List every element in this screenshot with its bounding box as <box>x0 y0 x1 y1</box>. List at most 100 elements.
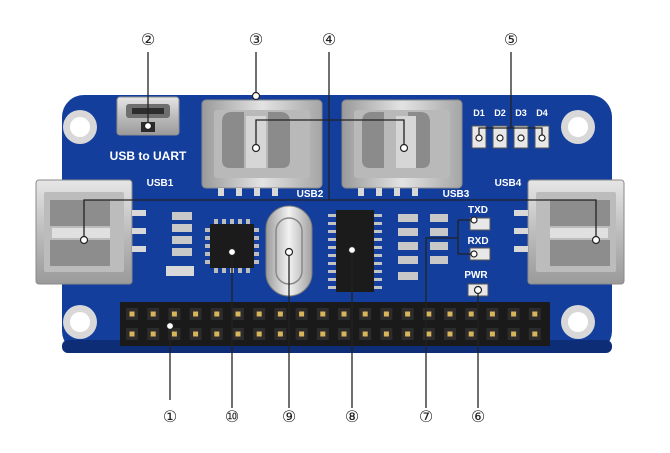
gpio-pin <box>511 331 517 337</box>
gpio-header-pins <box>126 308 541 340</box>
callout-numbers: ② ③ ④ ⑤ ① ⑩ ⑨ ⑧ ⑦ ⑥ <box>141 30 518 426</box>
callout-5: ⑤ <box>504 30 518 49</box>
gpio-pin <box>171 331 177 337</box>
leader-dot-1 <box>165 321 175 331</box>
gpio-pin <box>447 331 453 337</box>
leader-7 <box>425 219 474 408</box>
gpio-pin <box>383 311 389 317</box>
gpio-pin <box>129 331 135 337</box>
gpio-pin <box>383 331 389 337</box>
leader-dot-5c <box>517 134 525 142</box>
callout-6: ⑥ <box>471 407 485 426</box>
gpio-pin <box>447 311 453 317</box>
leader-dot-4c <box>79 235 89 245</box>
uart-status-leds <box>467 217 491 297</box>
silkscreen-labels: USB to UART USB1 USB2 USB3 USB4 D1 D2 D3… <box>110 108 548 281</box>
usb2-port <box>201 99 323 189</box>
leader-dot-4b <box>399 143 409 153</box>
callout-7: ⑦ <box>419 407 433 426</box>
gpio-pin <box>129 311 135 317</box>
leader-dot-7b <box>470 250 478 258</box>
label-usb3: USB3 <box>443 189 470 200</box>
gpio-pin <box>341 331 347 337</box>
leader-lines <box>83 52 597 408</box>
mounting-hole-bottom-right <box>561 305 595 339</box>
gpio-pin <box>468 331 474 337</box>
gpio-pin <box>489 311 495 317</box>
label-pwr: PWR <box>464 270 488 281</box>
callout-8: ⑧ <box>345 407 359 426</box>
usb-to-uart-ic <box>328 210 382 292</box>
callout-4: ④ <box>322 30 336 49</box>
gpio-pin <box>299 331 305 337</box>
leader-dot-5d <box>538 134 546 142</box>
mounting-hole-top-right <box>561 110 595 144</box>
callout-9: ⑨ <box>282 407 296 426</box>
label-usb4: USB4 <box>495 178 522 189</box>
gpio-pin <box>511 311 517 317</box>
leader-dot-4a <box>251 143 261 153</box>
callout-3: ③ <box>249 30 263 49</box>
gpio-pin <box>426 311 432 317</box>
label-usb2: USB2 <box>297 189 324 200</box>
gpio-pin <box>341 311 347 317</box>
leader-dot-8 <box>347 245 357 255</box>
gpio-pin <box>214 331 220 337</box>
passive-components-left <box>166 212 194 276</box>
label-d4: D4 <box>536 108 548 118</box>
label-txd: TXD <box>468 205 488 216</box>
label-d2: D2 <box>494 108 506 118</box>
usb3-port <box>341 99 463 189</box>
mounting-holes <box>63 110 595 339</box>
passive-components-right <box>398 214 448 280</box>
callout-2: ② <box>141 30 155 49</box>
usb4-port <box>514 179 625 285</box>
gpio-pin <box>193 331 199 337</box>
gpio-pin <box>489 331 495 337</box>
gpio-pin <box>256 311 262 317</box>
gpio-pin <box>277 311 283 317</box>
gpio-pin <box>468 311 474 317</box>
leader-dots <box>79 91 601 331</box>
gpio-pin <box>214 311 220 317</box>
leader-5 <box>478 52 543 138</box>
gpio-pin <box>235 311 241 317</box>
gpio-pin <box>150 311 156 317</box>
mounting-hole-top-left <box>63 110 97 144</box>
gpio-pin <box>171 311 177 317</box>
gpio-pin <box>150 331 156 337</box>
gpio-pin <box>299 311 305 317</box>
leader-dot-6 <box>473 285 483 295</box>
label-usb-to-uart: USB to UART <box>110 149 187 163</box>
leader-dot-5a <box>475 134 483 142</box>
usb1-port <box>35 179 146 285</box>
usb-port-pins <box>218 188 418 196</box>
label-d3: D3 <box>515 108 527 118</box>
callout-1: ① <box>163 407 177 426</box>
mounting-hole-bottom-left <box>63 305 97 339</box>
gpio-pin <box>320 331 326 337</box>
leader-dot-2 <box>143 121 153 131</box>
gpio-header <box>120 302 550 346</box>
callout-10: ⑩ <box>225 407 239 426</box>
gpio-pin <box>193 311 199 317</box>
leader-dot-10 <box>227 247 237 257</box>
gpio-pin <box>256 331 262 337</box>
leader-dot-7a <box>470 216 478 224</box>
leader-dot-9 <box>284 247 294 257</box>
gpio-pin <box>532 311 538 317</box>
gpio-pin <box>277 331 283 337</box>
gpio-pin <box>405 331 411 337</box>
leader-dot-5b <box>496 134 504 142</box>
gpio-pin <box>362 311 368 317</box>
leader-dot-4d <box>591 235 601 245</box>
label-rxd: RXD <box>467 236 488 247</box>
gpio-pin <box>362 331 368 337</box>
gpio-pin <box>320 311 326 317</box>
leader-4 <box>83 52 597 240</box>
gpio-pin <box>405 311 411 317</box>
label-usb1: USB1 <box>147 178 174 189</box>
gpio-pin <box>426 331 432 337</box>
gpio-pin <box>235 331 241 337</box>
